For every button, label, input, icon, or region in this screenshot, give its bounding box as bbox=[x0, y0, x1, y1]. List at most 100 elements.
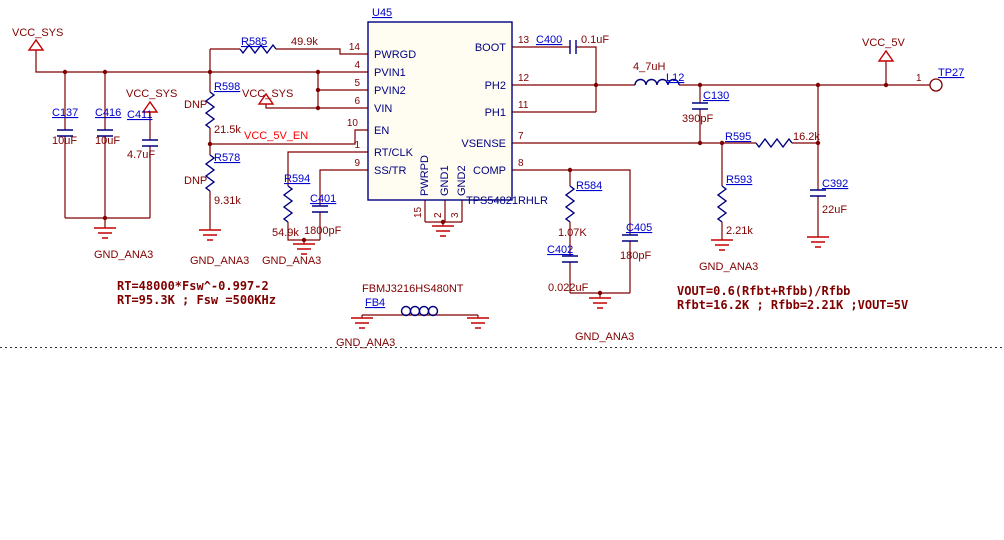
value: 1800pF bbox=[304, 225, 342, 237]
pin-name: EN bbox=[374, 125, 389, 137]
pin-number: 12 bbox=[518, 73, 530, 84]
resistor-R584[interactable]: R584 1.07K bbox=[558, 180, 602, 239]
pin-number: 14 bbox=[349, 42, 361, 53]
gnd-label: GND_ANA3 bbox=[190, 255, 249, 267]
net-label-vcc-sys: VCC_SYS bbox=[242, 88, 293, 100]
power-port-vcc-sys-1[interactable]: VCC_SYS bbox=[12, 27, 63, 51]
value: 54.9k bbox=[272, 227, 299, 239]
capacitor-C392[interactable]: C392 22uF bbox=[810, 178, 848, 216]
pin-number: 6 bbox=[354, 96, 360, 107]
resistor-R594[interactable]: R594 54.9k bbox=[272, 173, 310, 239]
ground-bars-icon bbox=[94, 227, 116, 239]
pin-name: PVIN2 bbox=[374, 85, 406, 97]
pin-name: COMP bbox=[473, 165, 506, 177]
value: 4.7uF bbox=[127, 149, 155, 161]
capacitor-C405[interactable]: C405 180pF bbox=[620, 222, 652, 262]
testpoint-circle-icon bbox=[929, 78, 943, 92]
net-label-vcc-5v: VCC_5V bbox=[862, 37, 905, 49]
pin-name: SS/TR bbox=[374, 165, 406, 177]
power-port-vcc-sys-2[interactable]: VCC_SYS bbox=[126, 88, 177, 113]
pin-number: 1 bbox=[354, 140, 360, 151]
resistor-R578[interactable]: R578 DNP 9.31k bbox=[184, 152, 241, 207]
resistor-symbol bbox=[204, 91, 216, 129]
vcc-triangle-icon bbox=[257, 92, 275, 105]
pin-name: VIN bbox=[374, 103, 392, 115]
capacitor-symbol bbox=[142, 139, 158, 147]
ferrite-bead-FB4[interactable]: FBMJ3216HS480NT FB4 bbox=[362, 283, 464, 317]
ref-des: R593 bbox=[726, 174, 752, 186]
pin-number: 9 bbox=[354, 158, 360, 169]
resistor-R593[interactable]: R593 2.21k bbox=[716, 174, 753, 237]
resistor-symbol bbox=[204, 154, 216, 192]
ref-des: R585 bbox=[241, 36, 267, 48]
bead-coil-icon bbox=[427, 305, 439, 317]
ground-bars-icon bbox=[199, 229, 221, 241]
gnd-label: GND_ANA3 bbox=[262, 255, 321, 267]
pin-name: RT/CLK bbox=[374, 147, 414, 159]
ic-part-number: TPS54821RHLR bbox=[466, 195, 548, 207]
value: 1.07K bbox=[558, 227, 587, 239]
capacitor-C402[interactable]: C402 0.022uF bbox=[547, 244, 589, 294]
value: 0.022uF bbox=[548, 282, 589, 294]
net-label-text: VCC_5V_EN bbox=[244, 130, 308, 142]
pin-number: 1 bbox=[916, 73, 922, 84]
net-label-vcc-5v-en[interactable]: VCC_5V_EN bbox=[244, 130, 308, 142]
vcc-triangle-icon bbox=[877, 49, 895, 62]
gnd-label: GND_ANA3 bbox=[575, 331, 634, 343]
value: 22uF bbox=[822, 204, 847, 216]
annotations: RT=48000*Fsw^-0.997-2 RT=95.3K ; Fsw =50… bbox=[117, 279, 908, 312]
capacitor-C411[interactable]: C411 4.7uF bbox=[127, 109, 158, 161]
resistor-R595[interactable]: R595 16.2k bbox=[725, 131, 820, 149]
inductor-L12[interactable]: 4_7uH L12 bbox=[633, 61, 684, 86]
gnd-label: GND_ANA3 bbox=[94, 249, 153, 261]
ref-des: C411 bbox=[127, 109, 152, 121]
ref-des: C392 bbox=[822, 178, 848, 190]
resistor-symbol bbox=[755, 137, 793, 149]
pin-number: 3 bbox=[450, 212, 461, 218]
power-port-vcc-sys-3[interactable]: VCC_SYS bbox=[242, 88, 293, 105]
capacitor-C416[interactable]: C416 10uF bbox=[95, 107, 121, 147]
ground-bars-icon bbox=[432, 225, 454, 237]
ref-des: L12 bbox=[666, 72, 684, 84]
ground-bars-icon bbox=[467, 317, 489, 329]
ref-des: FB4 bbox=[365, 297, 385, 309]
ic-U45[interactable]: U45 TPS54821RHLR PWRGD PVIN1 PVIN2 VIN E… bbox=[347, 7, 548, 218]
ref-des: C402 bbox=[547, 244, 573, 256]
testpoint-TP27[interactable]: 1 TP27 bbox=[916, 67, 964, 92]
ground-ports[interactable]: GND_ANA3 GND_ANA3 GND_ANA3 GND_ANA3 GND_… bbox=[94, 225, 829, 349]
value: 49.9k bbox=[291, 36, 318, 48]
pin-name: GND1 bbox=[439, 165, 451, 196]
resistor-symbol bbox=[239, 43, 277, 55]
capacitor-C401[interactable]: C401 1800pF bbox=[304, 193, 342, 237]
ic-body bbox=[367, 21, 513, 201]
pin-name: PWRPD bbox=[419, 155, 431, 196]
gnd-label: GND_ANA3 bbox=[699, 261, 758, 273]
resistor-R585[interactable]: R585 49.9k bbox=[239, 36, 318, 55]
ground-bars-icon bbox=[293, 243, 315, 255]
pin-name: BOOT bbox=[475, 42, 506, 54]
capacitor-symbol bbox=[97, 129, 113, 137]
ref-des: C405 bbox=[626, 222, 652, 234]
ground-bars-icon bbox=[589, 297, 611, 309]
value: 10uF bbox=[52, 135, 77, 147]
capacitor-C130[interactable]: C130 390pF bbox=[682, 90, 729, 125]
power-port-vcc-5v[interactable]: VCC_5V bbox=[862, 37, 905, 62]
value: 21.5k bbox=[214, 124, 241, 136]
inductor-symbol bbox=[634, 78, 680, 86]
capacitor-C400[interactable]: C400 0.1uF bbox=[536, 34, 609, 54]
ref-des: C400 bbox=[536, 34, 562, 46]
ground-bars-icon bbox=[807, 236, 829, 248]
resistor-R598[interactable]: R598 DNP 21.5k bbox=[184, 81, 241, 136]
pin-name: PVIN1 bbox=[374, 67, 406, 79]
capacitor-C137[interactable]: C137 10uF bbox=[52, 107, 78, 147]
capacitor-symbol bbox=[692, 102, 708, 110]
capacitor-symbol bbox=[57, 129, 73, 137]
pin-number: 10 bbox=[347, 118, 359, 129]
pin-name: GND2 bbox=[456, 165, 468, 196]
net-label-vcc-sys: VCC_SYS bbox=[126, 88, 177, 100]
value: 4_7uH bbox=[633, 61, 665, 73]
pin-number: 2 bbox=[433, 212, 444, 218]
pin-number: 13 bbox=[518, 35, 530, 46]
capacitor-symbol bbox=[312, 205, 328, 213]
